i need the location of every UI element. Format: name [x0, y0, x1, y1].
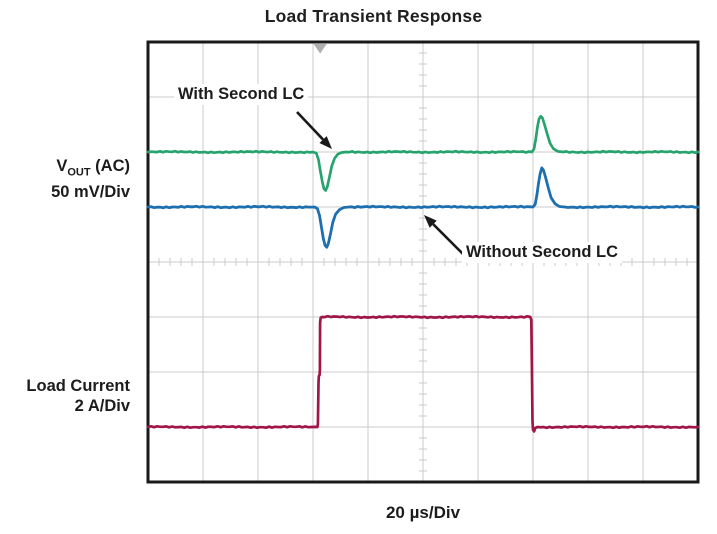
vout-symbol: V: [56, 157, 68, 175]
vout-axis-label: VOUT (AC) 50 mV/Div: [0, 156, 130, 202]
annotation-arrowhead: [424, 215, 437, 228]
vout-ac-suffix: (AC): [90, 157, 130, 175]
plot-border: [146, 40, 700, 484]
load-current-scale-label: 2 A/Div: [74, 397, 130, 415]
annotation-with-second-lc: With Second LC: [174, 84, 309, 105]
annotation-arrow-line: [296, 111, 325, 141]
trace-load-current: [146, 314, 700, 433]
vout-subscript: OUT: [67, 166, 91, 179]
trace-with-second-lc: [146, 114, 700, 192]
trace-without-second-lc: [146, 166, 700, 249]
trigger-marker-icon: [313, 44, 327, 54]
chart-title: Load Transient Response: [264, 6, 483, 26]
annotation-arrow-line: [432, 223, 465, 256]
annotation-arrowhead: [319, 136, 332, 149]
vout-scale-label: 50 mV/Div: [51, 183, 130, 202]
vout-signal-name: VOUT (AC): [0, 156, 130, 182]
annotation-without-second-lc: Without Second LC: [462, 242, 622, 263]
load-current-name: Load Current: [26, 377, 130, 395]
load-current-axis-label: Load Current 2 A/Div: [0, 376, 130, 416]
time-scale-label: 20 µs/Div: [385, 503, 461, 522]
